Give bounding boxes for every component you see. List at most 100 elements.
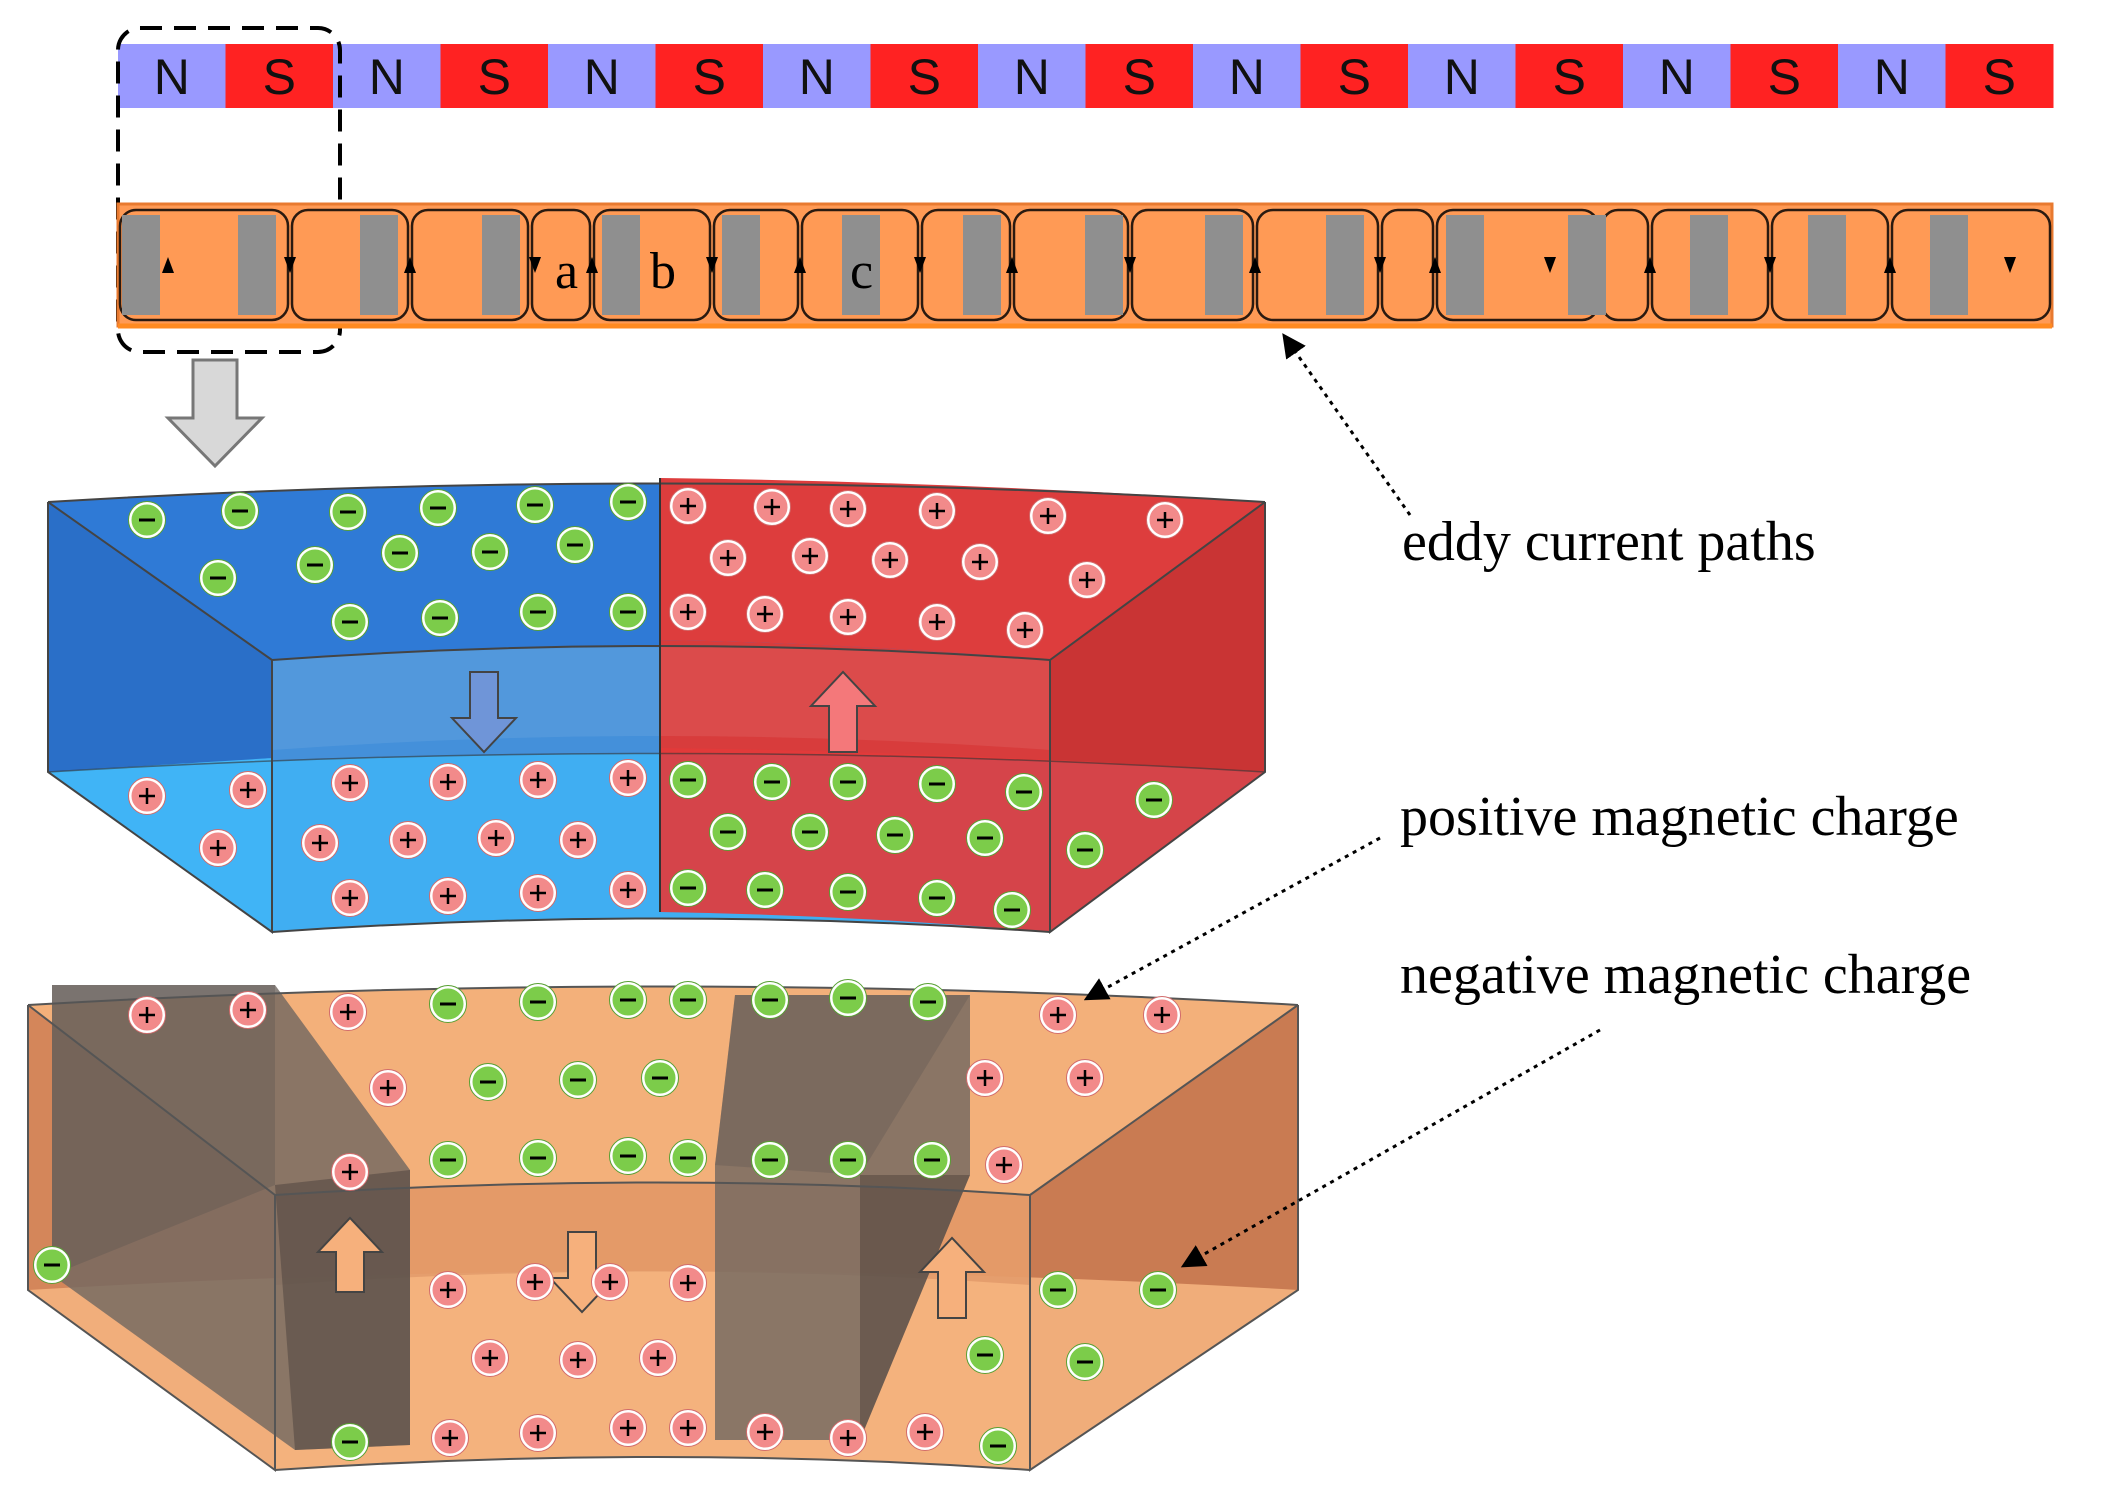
- negative-charge: [669, 761, 707, 799]
- slot: [963, 215, 1001, 315]
- magnet-pole-n: N: [1193, 44, 1301, 108]
- pole-label: N: [369, 49, 405, 105]
- magnet-pole-n: N: [1408, 44, 1516, 108]
- eddy-current-label: eddy current paths: [1402, 511, 1816, 573]
- current-up-icon: [586, 257, 598, 273]
- positive-charge: [431, 1419, 469, 1457]
- positive-charge: [559, 821, 597, 859]
- magnetization-down-icon: [449, 671, 519, 754]
- positive-leader-line: [1083, 836, 1381, 1001]
- slot: [1085, 215, 1123, 315]
- point-label-b: b: [650, 243, 676, 300]
- slot: [122, 215, 160, 315]
- pole-label: N: [1874, 49, 1910, 105]
- flux-up-icon-right: [917, 1236, 987, 1319]
- pole-label: N: [1444, 49, 1480, 105]
- negative-charge: [1066, 831, 1104, 869]
- negative-charge: [609, 593, 647, 631]
- conductor-block: [27, 979, 1299, 1472]
- positive-charge: [609, 871, 647, 909]
- magnet-pole-n: N: [333, 44, 441, 108]
- current-down-icon: [284, 257, 296, 273]
- positive-charge: [331, 879, 369, 917]
- slot: [482, 215, 520, 315]
- positive-charge: [709, 539, 747, 577]
- positive-charge: [829, 1419, 867, 1457]
- slot: [842, 215, 880, 315]
- current-up-icon: [162, 257, 174, 273]
- slot: [360, 215, 398, 315]
- negative-charge: [609, 483, 647, 521]
- magnet-pole-s: S: [870, 44, 979, 108]
- negative-charge: [296, 546, 334, 584]
- negative-charge: [429, 1141, 467, 1179]
- positive-charge: [966, 1059, 1004, 1097]
- slot: [1690, 215, 1728, 315]
- magnet-pole-s: S: [440, 44, 549, 108]
- negative-charge: [33, 1246, 71, 1284]
- negative-charge: [1066, 1343, 1104, 1381]
- callouts: eddy current paths positive magnetic cha…: [1083, 333, 1971, 1268]
- positive-charge: [477, 819, 515, 857]
- negative-charge: [913, 1141, 951, 1179]
- positive-charge: [1029, 497, 1067, 535]
- negative-charge: [918, 765, 956, 803]
- magnet-pole-s: S: [1300, 44, 1409, 108]
- current-up-icon: [1249, 257, 1261, 273]
- pole-label: N: [1014, 49, 1050, 105]
- slot: [602, 215, 640, 315]
- negative-charge: [876, 816, 914, 854]
- point-label-c: c: [850, 243, 873, 300]
- positive-charge: [961, 543, 999, 581]
- negative-charge-label: negative magnetic charge: [1400, 944, 1971, 1006]
- current-down-icon: [706, 257, 718, 273]
- conductor-charges: [33, 979, 1181, 1465]
- positive-charge: [1039, 996, 1077, 1034]
- negative-charge: [1139, 1271, 1177, 1309]
- positive-charge: [128, 996, 166, 1034]
- negative-charge: [329, 493, 367, 531]
- slot: [722, 215, 760, 315]
- pole-label: N: [799, 49, 835, 105]
- positive-charge: [429, 877, 467, 915]
- current-down-icon: [2004, 257, 2016, 273]
- negative-charge: [909, 983, 947, 1021]
- flux-up-icon-left: [315, 1216, 385, 1293]
- negative-charge: [331, 1423, 369, 1461]
- magnet-pole-n: N: [548, 44, 656, 108]
- negative-charge: [1039, 1271, 1077, 1309]
- current-down-icon: [1764, 257, 1776, 273]
- positive-charge: [519, 1414, 557, 1452]
- current-up-icon: [1884, 257, 1896, 273]
- negative-charge: [746, 871, 784, 909]
- slot: [1930, 215, 1968, 315]
- positive-charge: [918, 603, 956, 641]
- positive-charge: [609, 759, 647, 797]
- current-down-icon: [914, 257, 926, 273]
- magnet-pole-s: S: [225, 44, 334, 108]
- negative-charge: [709, 813, 747, 851]
- negative-leader-line: [1180, 1028, 1601, 1268]
- eddy-leader-line: [1282, 333, 1412, 516]
- pole-label: N: [1229, 49, 1265, 105]
- pole-label: N: [154, 49, 190, 105]
- positive-charge: [746, 1413, 784, 1451]
- positive-charge: [229, 991, 267, 1029]
- positive-charge: [301, 824, 339, 862]
- negative-charge: [966, 1336, 1004, 1374]
- magnet-pole-n: N: [763, 44, 871, 108]
- negative-charge: [519, 1139, 557, 1177]
- current-up-icon: [1006, 257, 1018, 273]
- positive-charge: [559, 1341, 597, 1379]
- pole-label: S: [1338, 49, 1371, 105]
- positive-charge: [791, 537, 829, 575]
- pole-label: S: [263, 49, 296, 105]
- current-up-icon: [794, 257, 806, 273]
- current-down-icon: [529, 257, 541, 273]
- slot: [1205, 215, 1243, 315]
- magnet-pole-s: S: [1515, 44, 1624, 108]
- current-down-icon: [1544, 257, 1556, 273]
- positive-charge: [471, 1339, 509, 1377]
- positive-charge: [429, 763, 467, 801]
- pole-label: S: [1123, 49, 1156, 105]
